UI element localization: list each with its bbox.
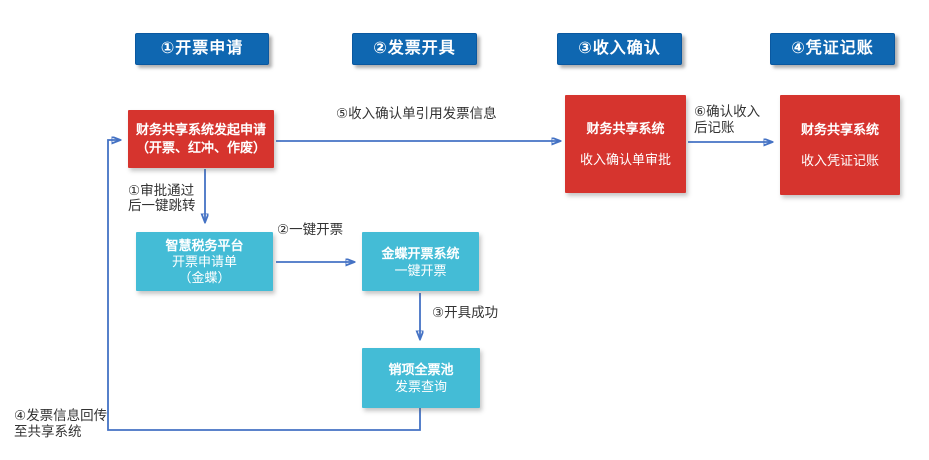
box-line: 财务共享系统 bbox=[586, 120, 665, 136]
box-line: 智慧税务平台 bbox=[165, 237, 244, 253]
box-line: 收入凭证记账 bbox=[800, 152, 879, 168]
box-line: （金蝶） bbox=[178, 269, 231, 285]
stage-header-voucher-booking: ④凭证记账 bbox=[770, 33, 895, 65]
stage-header-invoice-issue: ②发票开具 bbox=[352, 33, 477, 65]
box-line: 金蝶开票系统 bbox=[381, 245, 460, 261]
arrow-label-step5: ⑤收入确认单引用发票信息 bbox=[336, 106, 497, 121]
stage-header-income-confirm: ③收入确认 bbox=[557, 33, 682, 65]
box-line: 财务共享系统 bbox=[800, 121, 879, 137]
box-outgoing-invoice-pool: 销项全票池 发票查询 bbox=[362, 348, 480, 408]
box-shared-service-income-confirm: 财务共享系统 收入确认单审批 bbox=[565, 95, 686, 193]
arrow-label-step4: ④发票信息回传 至共享系统 bbox=[14, 408, 108, 439]
box-line: 开票申请单 bbox=[171, 253, 237, 269]
box-shared-service-voucher-booking: 财务共享系统 收入凭证记账 bbox=[780, 95, 900, 195]
arrow-label-step3: ③开具成功 bbox=[432, 305, 499, 320]
box-line: 发票查询 bbox=[394, 379, 447, 394]
box-line: 一键开票 bbox=[394, 262, 447, 278]
arrow-label-step6: ⑥确认收入 后记账 bbox=[694, 104, 761, 135]
stage-header-invoice-request: ①开票申请 bbox=[135, 33, 269, 65]
box-kingdee-invoicing-system: 金蝶开票系统 一键开票 bbox=[362, 232, 479, 291]
box-line: 财务共享系统发起申请 bbox=[135, 122, 266, 137]
arrow-label-step2: ②一键开票 bbox=[277, 222, 344, 237]
arrow-label-step1: ①审批通过 后一键跳转 bbox=[128, 183, 196, 213]
box-line: （开票、红冲、作废） bbox=[135, 140, 266, 155]
box-shared-service-initiate-request: 财务共享系统发起申请 （开票、红冲、作废） bbox=[128, 110, 274, 168]
box-line: 销项全票池 bbox=[388, 362, 454, 377]
box-smart-tax-platform: 智慧税务平台 开票申请单 （金蝶） bbox=[136, 232, 273, 291]
box-line: 收入确认单审批 bbox=[579, 151, 671, 167]
